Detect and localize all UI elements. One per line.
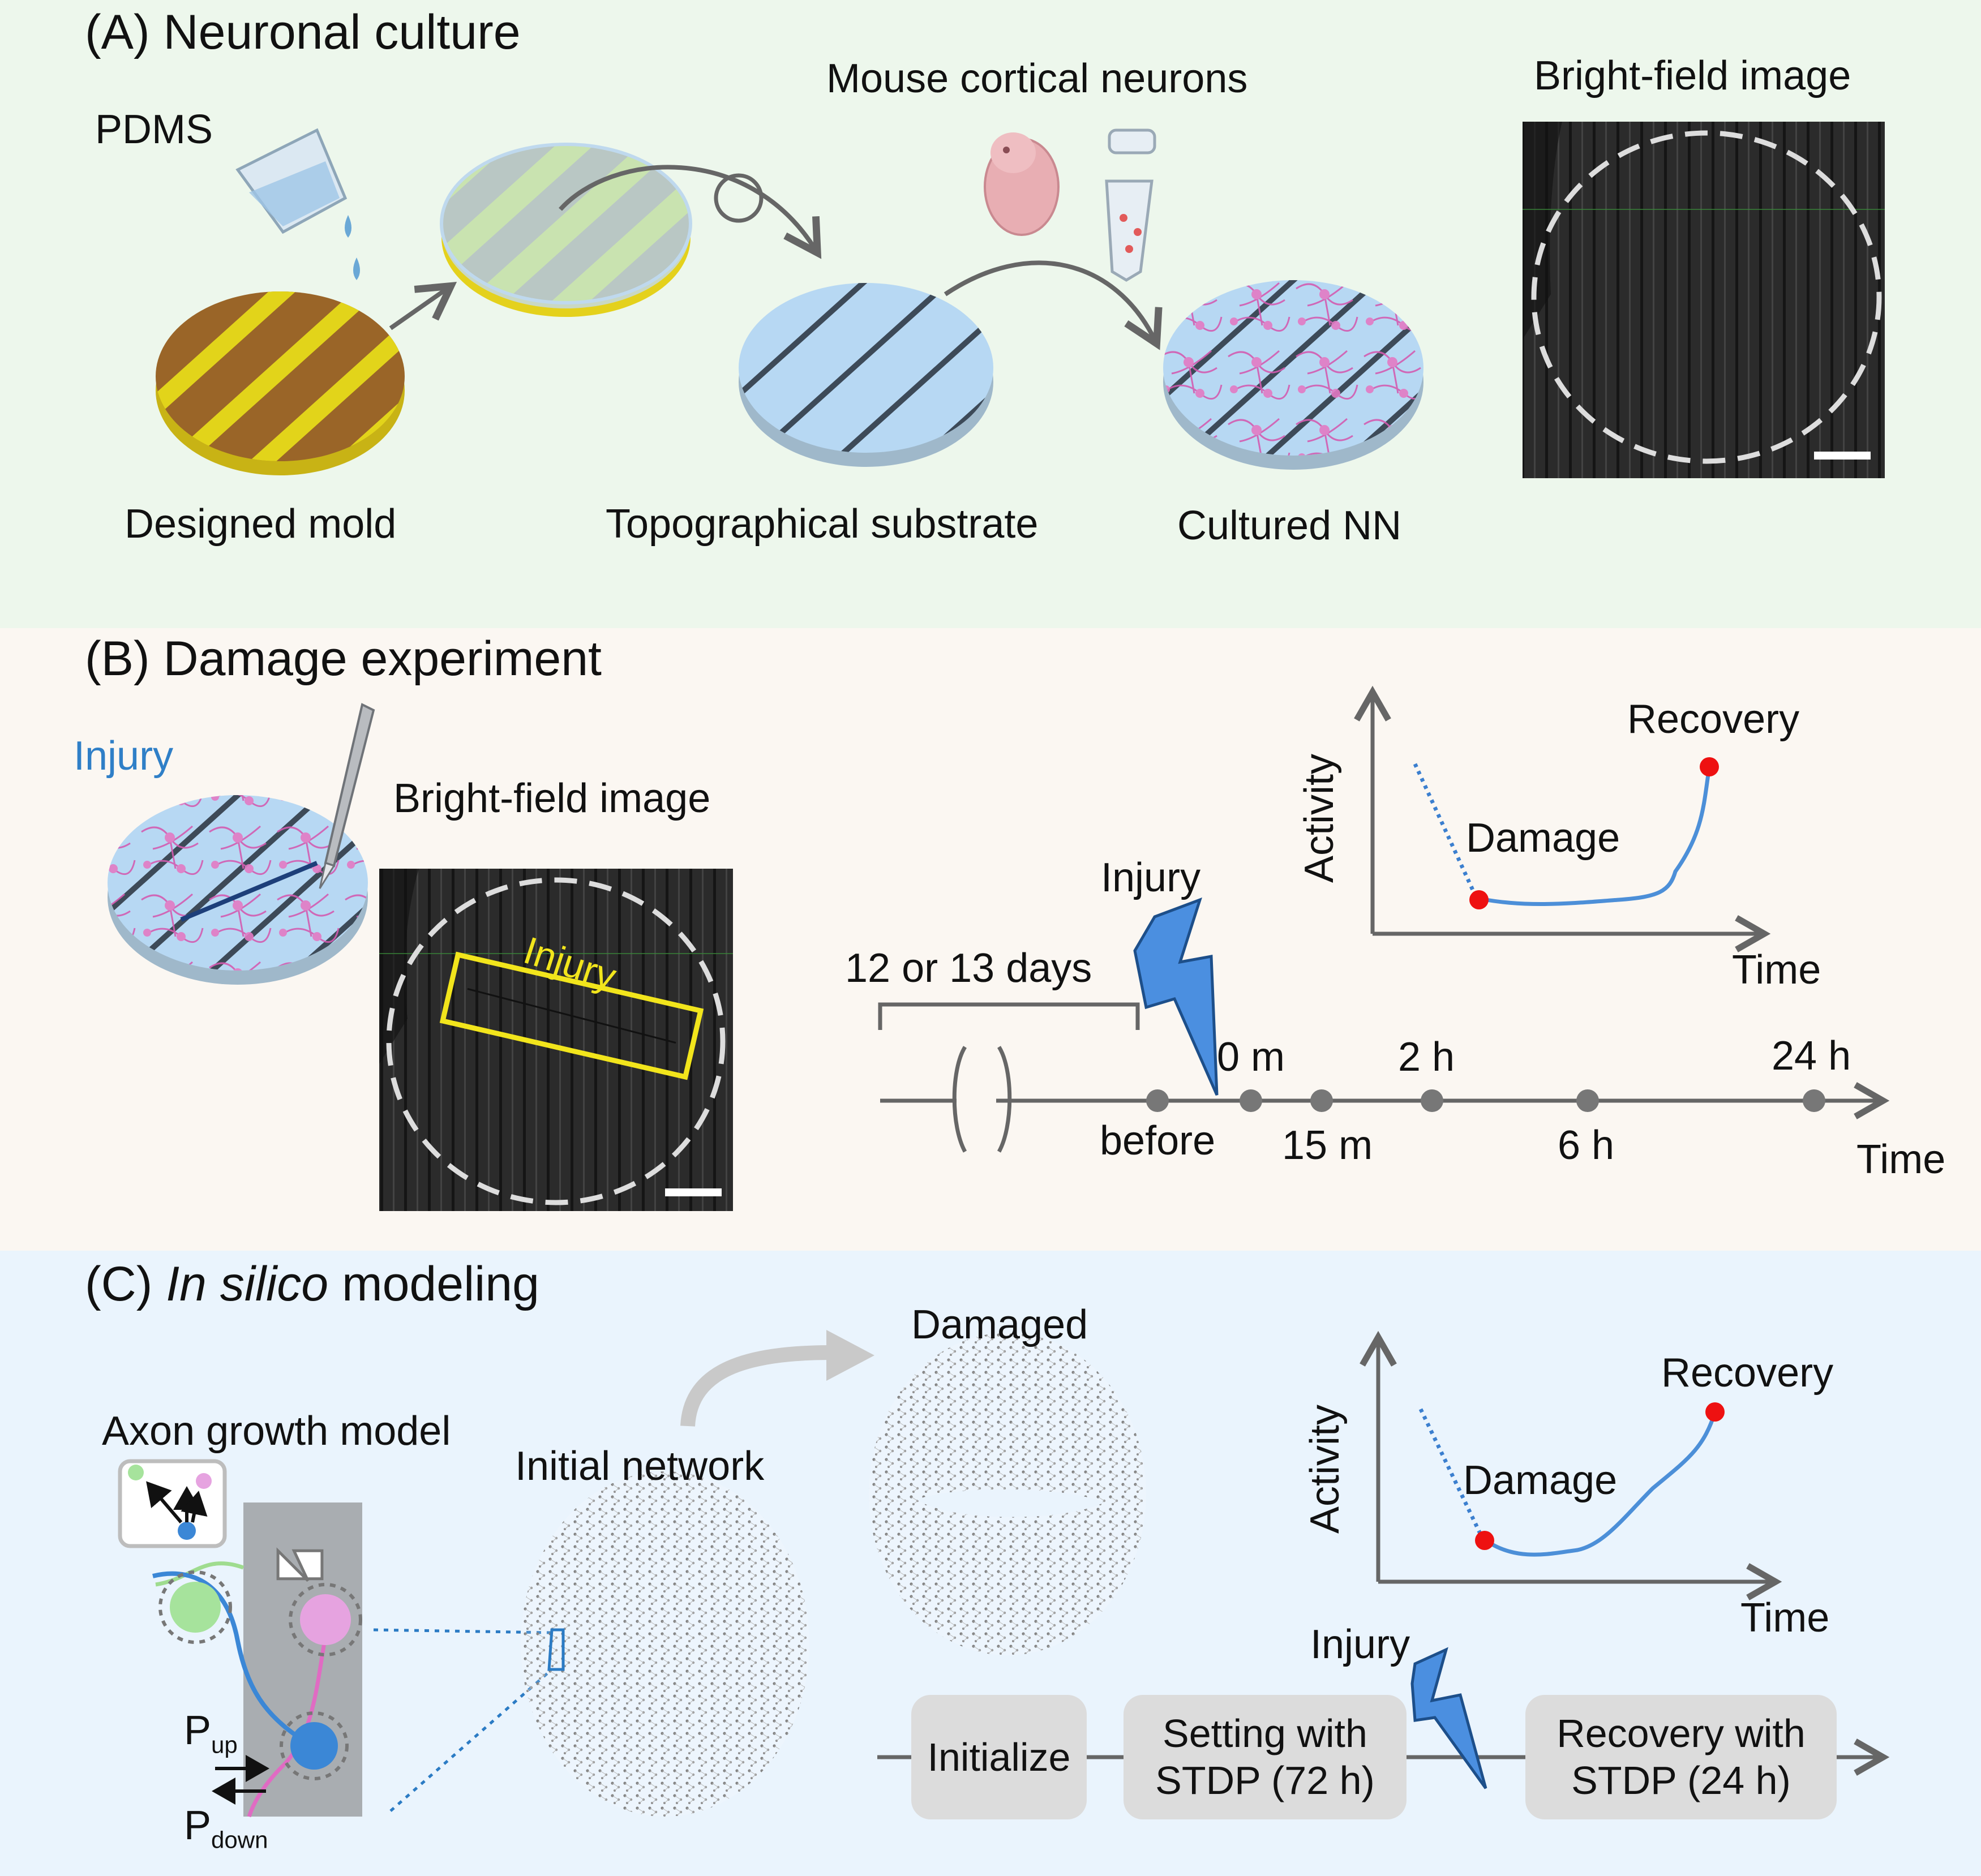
tick-15m: 15 m (1282, 1123, 1373, 1168)
p-down-main: P (184, 1803, 212, 1848)
recovery-label-c: Recovery (1661, 1350, 1834, 1396)
arrow-flip-to-substrate (559, 165, 822, 259)
bright-field-image-b (379, 869, 733, 1211)
designed-mold-label: Designed mold (125, 501, 397, 547)
pdms-label: PDMS (95, 107, 213, 152)
tick-24h: 24 h (1772, 1033, 1851, 1079)
timeline-time-label: Time (1856, 1137, 1946, 1182)
bright-field-label-b: Bright-field image (393, 776, 711, 821)
tick-2h: 2 h (1398, 1034, 1455, 1080)
initialize-box: Initialize (911, 1695, 1087, 1819)
p-up-main: P (184, 1708, 212, 1753)
axon-growth-model (118, 1459, 362, 1818)
cultured-nn-label: Cultured NN (1177, 503, 1402, 548)
bright-field-label-a: Bright-field image (1534, 53, 1851, 98)
p-up-label: Pup (184, 1707, 238, 1758)
topographical-substrate-label: Topographical substrate (606, 501, 1039, 547)
injury-bolt-icon-b (1133, 897, 1219, 1096)
bright-field-image-a (1523, 122, 1885, 478)
recovery-line2: STDP (24 h) (1571, 1758, 1791, 1802)
panel-a-title: (A) Neuronal culture (85, 5, 521, 59)
time-label-graph-b: Time (1732, 947, 1821, 993)
recovery-line1: Recovery with (1556, 1711, 1806, 1756)
recovery-label-b: Recovery (1627, 697, 1800, 742)
arrow-substrate-to-nn (944, 260, 1163, 350)
timeline-injury-label: Injury (1101, 855, 1201, 900)
injured-nn-disc (108, 795, 368, 985)
arrow-mold-to-pdms (389, 282, 457, 330)
panel-c-title: (C) In silico modeling (85, 1256, 539, 1312)
axon-model-label: Axon growth model (102, 1409, 451, 1454)
panel-c-title-suffix: modeling (328, 1257, 539, 1311)
activity-graph-c (1360, 1330, 1782, 1600)
mouse-embryo-icon (984, 132, 1060, 236)
damaged-label: Damaged (911, 1302, 1088, 1347)
time-label-graph-c: Time (1740, 1595, 1830, 1641)
tube-icon (1105, 128, 1156, 282)
damage-label-b: Damage (1466, 815, 1620, 861)
topographical-substrate-disc (739, 283, 993, 467)
arrow-initial-to-damaged (680, 1345, 833, 1427)
tick-before: before (1100, 1118, 1216, 1164)
activity-label-b: Activity (1297, 753, 1342, 883)
initial-network (521, 1471, 809, 1817)
days-label: 12 or 13 days (845, 946, 1092, 991)
activity-graph-b (1354, 685, 1771, 952)
flip-loop-icon (714, 173, 764, 223)
mouse-neurons-label: Mouse cortical neurons (826, 56, 1248, 101)
scalpel-icon (319, 703, 375, 889)
p-down-label: Pdown (184, 1802, 268, 1853)
cultured-nn-disc (1163, 280, 1423, 470)
damage-label-c: Damage (1463, 1458, 1618, 1503)
setting-line1: Setting with (1163, 1711, 1367, 1756)
timeline-b (878, 1002, 1890, 1153)
p-down-sub: down (211, 1826, 268, 1853)
damaged-network (869, 1333, 1146, 1655)
pdms-beaker-icon (235, 128, 360, 280)
activity-label-c: Activity (1302, 1404, 1348, 1534)
panel-b-title: (B) Damage experiment (85, 632, 602, 686)
panel-c-title-italic: In silico (166, 1257, 329, 1311)
p-up-sub: up (211, 1731, 238, 1758)
pdms-disc (440, 143, 692, 317)
setting-line2: STDP (72 h) (1155, 1758, 1375, 1802)
injury-label-b: Injury (74, 733, 174, 779)
tick-0m: 0 m (1217, 1034, 1285, 1080)
pipeline-injury-label: Injury (1310, 1622, 1410, 1667)
panel-c-title-prefix: (C) (85, 1257, 166, 1311)
initial-network-label: Initial network (515, 1444, 765, 1489)
designed-mold-disc (156, 291, 405, 475)
injury-bolt-icon-c (1410, 1647, 1487, 1789)
tick-6h: 6 h (1558, 1123, 1615, 1168)
initialize-text: Initialize (927, 1735, 1071, 1779)
